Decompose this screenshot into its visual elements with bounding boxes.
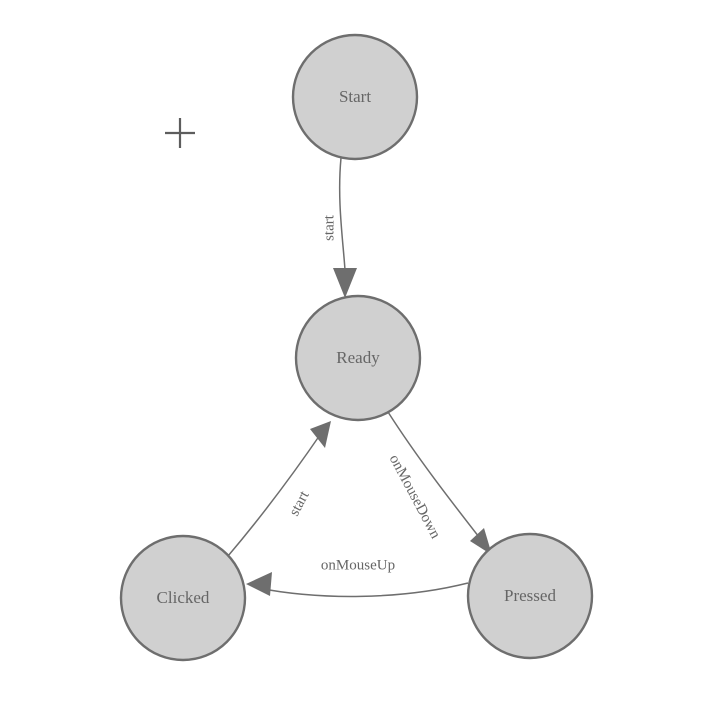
node-label-pressed: Pressed [504, 586, 556, 605]
edge-line [227, 431, 323, 557]
edge-clicked-to-ready[interactable]: start [227, 421, 331, 557]
edge-label-pressed-to-clicked: onMouseUp [321, 557, 395, 573]
edge-label-clicked-to-ready: start [286, 488, 313, 519]
node-clicked[interactable]: Clicked [119, 534, 247, 662]
edge-pressed-to-clicked[interactable]: onMouseUp [246, 557, 469, 598]
edge-start-to-ready[interactable]: start [321, 157, 357, 298]
edge-label-start-to-ready: start [321, 214, 337, 241]
node-shape[interactable] [291, 33, 419, 161]
arrow-head-icon [310, 421, 331, 448]
arrow-head-icon [470, 528, 492, 555]
edge-line [387, 411, 487, 547]
node-label-start: Start [339, 87, 371, 106]
node-label-ready: Ready [336, 348, 380, 367]
edge-line [257, 582, 469, 598]
node-ready[interactable]: Ready [294, 294, 422, 422]
edge-label-ready-to-pressed: onMouseDown [386, 452, 444, 542]
arrow-head-icon [246, 572, 272, 596]
node-pressed[interactable]: Pressed [466, 532, 594, 660]
node-shape[interactable] [119, 534, 247, 662]
edge-ready-to-pressed[interactable]: onMouseDown [386, 411, 492, 555]
node-shape[interactable] [466, 532, 594, 660]
arrow-head-icon [333, 268, 357, 298]
node-shape[interactable] [294, 294, 422, 422]
plus-marker-icon [165, 118, 195, 148]
edge-line [338, 157, 346, 271]
node-label-clicked: Clicked [157, 588, 210, 607]
node-start[interactable]: Start [291, 33, 419, 161]
